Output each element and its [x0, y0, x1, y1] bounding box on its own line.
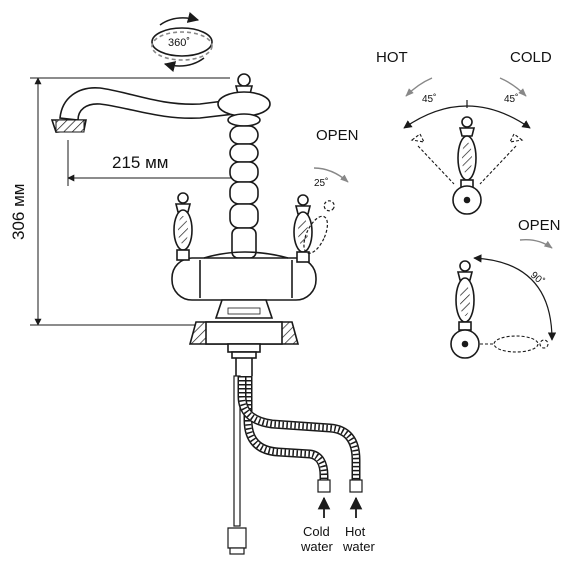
reach-dimension	[67, 140, 245, 186]
open-handle-position	[480, 335, 549, 353]
temperature-handle-shade	[462, 142, 472, 174]
hot-arrow	[405, 77, 433, 97]
supply-arrows	[317, 496, 363, 518]
handle-open-arc	[473, 254, 557, 341]
rotation-icon	[151, 12, 213, 72]
hot-water-label-line2: water	[342, 539, 375, 554]
cold-arrow	[499, 77, 527, 97]
right-handle-shade	[298, 218, 308, 246]
mounting-flange	[188, 321, 300, 376]
hot-angle: 45˚	[422, 93, 436, 105]
reach-label: 215 мм	[112, 153, 168, 172]
right-handle-open	[303, 200, 335, 254]
cold-angle: 45˚	[504, 93, 518, 105]
hot-label: HOT	[376, 49, 408, 66]
height-dimension	[30, 77, 230, 326]
handle-open-angle: 90˚	[528, 269, 547, 287]
hot-water-label-line1: Hot	[345, 524, 366, 539]
temperature-handle-positions	[410, 133, 524, 185]
handle-open-arrow	[519, 238, 553, 249]
faucet-column	[217, 73, 271, 259]
handle-open-label: OPEN	[518, 217, 561, 234]
rotation-label: 360˚	[168, 37, 190, 49]
cold-hose	[243, 376, 329, 482]
cold-water-label-line1: Cold	[303, 524, 330, 539]
aerator	[55, 119, 85, 133]
cold-water-label-line2: water	[300, 539, 333, 554]
lever-open-angle: 25˚	[314, 177, 328, 189]
temperature-arc	[403, 100, 531, 129]
brand-plate	[227, 307, 261, 315]
threaded-rod	[227, 375, 247, 555]
left-handle-shade	[178, 216, 188, 244]
hose-fittings	[317, 479, 363, 493]
hot-hose	[237, 376, 361, 482]
cold-label: COLD	[510, 49, 552, 66]
lever-open-arrow	[313, 167, 349, 183]
open-handle-shade	[460, 284, 470, 316]
height-label: 306 мм	[9, 184, 28, 240]
lever-open-label: OPEN	[316, 127, 359, 144]
